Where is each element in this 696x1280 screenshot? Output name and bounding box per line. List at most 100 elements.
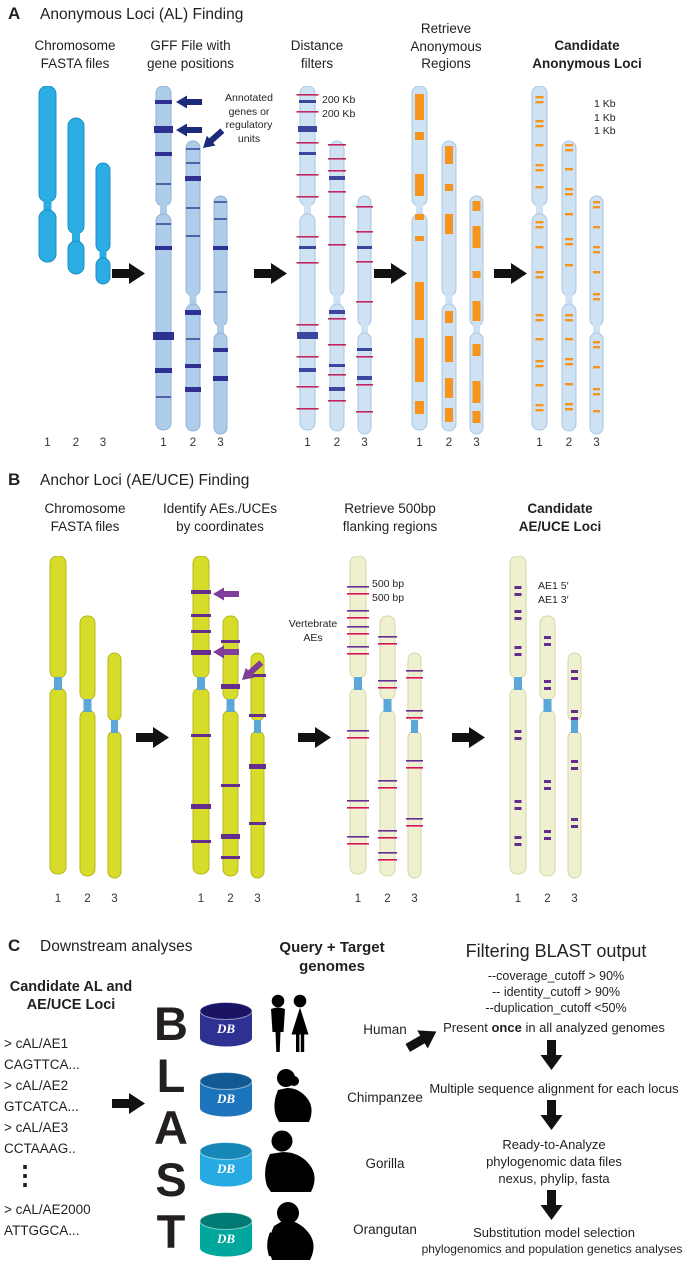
candidate-al-chromosomes: 1 2 3 bbox=[531, 86, 604, 449]
fasta-seq-line: GTCATCA... bbox=[4, 1099, 79, 1114]
candidate-loci-dashes bbox=[535, 96, 600, 413]
down-arrow-icon bbox=[540, 1040, 563, 1070]
filtering-title: Filtering BLAST output bbox=[465, 941, 647, 961]
step-header-distance: Distance filters bbox=[290, 38, 344, 71]
human-silhouette-icon bbox=[271, 994, 309, 1052]
flank-lines-pink bbox=[347, 593, 423, 861]
svg-text:3: 3 bbox=[217, 437, 223, 449]
flow-arrow-icon bbox=[136, 727, 169, 748]
vertical-ellipsis: ⋮ bbox=[12, 1160, 38, 1190]
gene-bands bbox=[153, 100, 228, 392]
step-header-flanking: Retrieve 500bp flanking regions bbox=[342, 501, 438, 534]
flow-arrow-icon bbox=[112, 263, 145, 284]
ae-identified-chromosomes: 1 2 3 bbox=[191, 556, 266, 905]
svg-text:1: 1 bbox=[44, 437, 50, 449]
fasta-seq-line: ATTGGCA... bbox=[4, 1223, 80, 1238]
svg-text:3: 3 bbox=[361, 437, 367, 449]
filter-criterion-coverage: --coverage_cutoff > 90% bbox=[487, 969, 625, 983]
svg-text:3: 3 bbox=[571, 893, 577, 905]
svg-text:1: 1 bbox=[416, 437, 422, 449]
flank-labels: 500 bp 500 bp bbox=[372, 578, 405, 604]
blast-letter-t: T bbox=[156, 1205, 186, 1258]
flow-arrow-icon bbox=[112, 1093, 145, 1114]
db-label: DB bbox=[216, 1021, 235, 1036]
centromere-marks bbox=[514, 677, 578, 733]
candidate-al-labels: 1 Kb 1 Kb 1 Kb bbox=[594, 98, 616, 137]
svg-text:3: 3 bbox=[593, 437, 599, 449]
fasta-chromosomes-a: 1 2 3 bbox=[38, 86, 111, 449]
candidate-ae-dashes bbox=[514, 586, 578, 846]
gorilla-silhouette-icon bbox=[265, 1130, 315, 1192]
flanking-region-chromosomes: 1 2 3 bbox=[347, 556, 423, 905]
fasta-chromosomes-b: 1 2 3 bbox=[49, 556, 122, 905]
filter-criterion-identity: -- identity_cutoff > 90% bbox=[492, 985, 620, 999]
step-header-candidate-ae: Candidate AE/UCE Loci bbox=[518, 501, 602, 534]
svg-text:2: 2 bbox=[227, 893, 233, 905]
distance-filter-lines bbox=[296, 94, 373, 413]
db-label: DB bbox=[216, 1161, 235, 1176]
ae-bands bbox=[191, 590, 266, 859]
flow-step-ready-files: Ready-to-Analyze phylogenomic data files… bbox=[486, 1137, 622, 1186]
down-arrow-icon bbox=[540, 1100, 563, 1130]
svg-text:1: 1 bbox=[198, 893, 204, 905]
flow-step-model-subtitle: phylogenomics and population genetics an… bbox=[421, 1242, 683, 1256]
genomes-header: Query + Target genomes bbox=[279, 939, 385, 975]
svg-text:2: 2 bbox=[544, 893, 550, 905]
panel-a-title: Anonymous Loci (AL) Finding bbox=[40, 6, 244, 23]
svg-text:1: 1 bbox=[355, 893, 361, 905]
svg-text:2: 2 bbox=[446, 437, 452, 449]
svg-text:2: 2 bbox=[84, 893, 90, 905]
flank-lines-purple bbox=[347, 586, 423, 854]
regulatory-bands bbox=[156, 148, 227, 398]
distance-filter-chromosomes: 1 2 3 bbox=[296, 86, 373, 449]
database-icon: DB bbox=[199, 1212, 253, 1257]
anonymous-regions-chromosomes: 1 2 3 bbox=[411, 86, 484, 449]
genome-label-human: Human bbox=[363, 1022, 407, 1037]
panel-c-title: Downstream analyses bbox=[40, 938, 193, 955]
panel-b-label: B bbox=[8, 470, 21, 489]
db-label: DB bbox=[216, 1231, 235, 1246]
step-header-fasta-b: Chromosome FASTA files bbox=[44, 501, 126, 534]
step-header-gff: GFF File with gene positions bbox=[146, 38, 235, 71]
gene-bands bbox=[297, 100, 372, 391]
flow-step-model-title: Substitution model selection bbox=[473, 1225, 635, 1240]
panel-a-label: A bbox=[8, 4, 21, 23]
svg-text:1: 1 bbox=[160, 437, 166, 449]
panel-c-label: C bbox=[8, 936, 21, 955]
fasta-header-line: > cAL/AE1 bbox=[4, 1036, 69, 1051]
svg-text:3: 3 bbox=[254, 893, 260, 905]
distance-labels: 200 Kb 200 Kb bbox=[322, 94, 356, 120]
blast-letter-s: S bbox=[155, 1153, 187, 1206]
fasta-seq-line: CCTAAAG.. bbox=[4, 1141, 76, 1156]
ae-annotation-note: Vertebrate AEs bbox=[288, 618, 338, 644]
chimpanzee-silhouette-icon bbox=[274, 1069, 312, 1122]
svg-text:3: 3 bbox=[111, 893, 117, 905]
fasta-header-line: > cAL/AE3 bbox=[4, 1120, 69, 1135]
centromere-marks bbox=[197, 677, 261, 733]
svg-text:3: 3 bbox=[100, 437, 106, 449]
svg-text:1: 1 bbox=[515, 893, 521, 905]
gff-chromosomes: 1 2 3 bbox=[153, 86, 228, 449]
svg-text:1: 1 bbox=[536, 437, 542, 449]
centromere-marks bbox=[354, 677, 418, 733]
candidate-ae-labels: AE1 5′ AE1 3′ bbox=[538, 580, 569, 606]
svg-text:2: 2 bbox=[384, 893, 390, 905]
genome-label-gorilla: Gorilla bbox=[365, 1156, 405, 1171]
centromere-marks bbox=[54, 677, 118, 733]
candidate-ae-chromosomes: 1 2 3 bbox=[509, 556, 582, 905]
database-icon: DB bbox=[199, 1142, 253, 1187]
blast-letter-a: A bbox=[154, 1101, 188, 1154]
step-header-candidate-a: Candidate Anonymous Loci bbox=[532, 38, 642, 71]
down-arrow-icon bbox=[540, 1190, 563, 1220]
flow-arrow-icon bbox=[298, 727, 331, 748]
step-header-retrieve-a: Retrieve Anonymous Regions bbox=[410, 21, 482, 71]
blast-letter-b: B bbox=[154, 997, 188, 1050]
database-icon: DB bbox=[199, 1002, 253, 1047]
genome-label-chimpanzee: Chimpanzee bbox=[347, 1090, 423, 1105]
flow-step-alignment: Multiple sequence alignment for each loc… bbox=[429, 1081, 679, 1096]
svg-text:1: 1 bbox=[304, 437, 310, 449]
svg-text:1: 1 bbox=[55, 893, 61, 905]
fasta-seq-line: CAGTTCA... bbox=[4, 1057, 80, 1072]
orangutan-silhouette-icon bbox=[267, 1202, 314, 1260]
